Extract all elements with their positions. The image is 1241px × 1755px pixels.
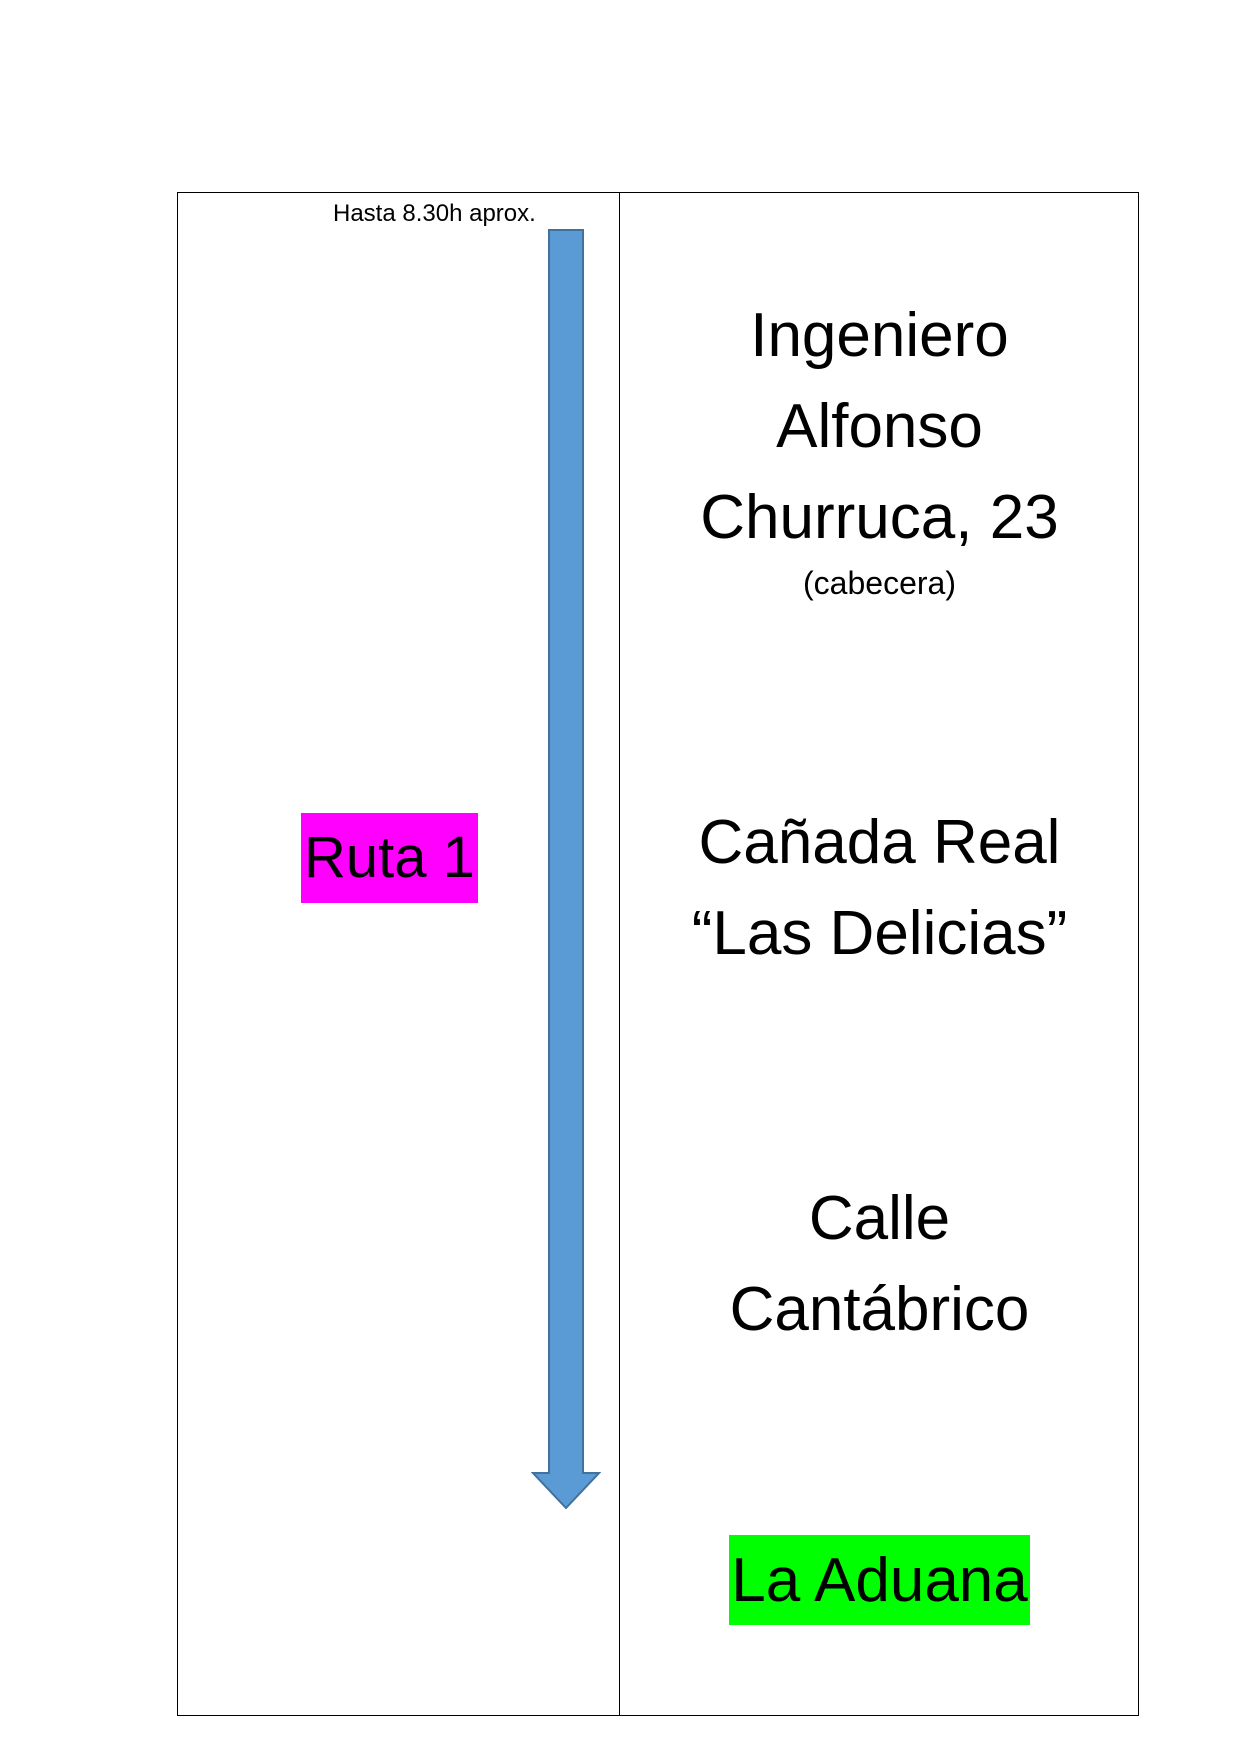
stop-ingeniero-alfonso-churruca: Ingeniero Alfonso Churruca, 23 (cabecera… [620,290,1139,603]
stop-name-line: “Las Delicias” [691,899,1068,968]
stop-name-line: Churruca, 23 [700,483,1059,552]
route-table: Hasta 8.30h aprox. Ruta 1 Ingeniero Alfo… [177,192,1139,1716]
stop-name-line: Alfonso [776,392,983,461]
arrow-shape [531,229,601,1509]
schedule-note: Hasta 8.30h aprox. [333,200,536,227]
stop-name-line: Cañada Real [698,808,1061,877]
stop-name-line: Ingeniero [750,301,1009,370]
stop-note: (cabecera) [803,565,956,601]
stop-name-highlight: La Aduana [729,1535,1030,1625]
column-divider [619,193,620,1715]
route-label: Ruta 1 [301,813,478,903]
stop-name-line: Cantábrico [729,1275,1030,1344]
stop-la-aduana: La Aduana [620,1535,1139,1626]
stop-canada-real-las-delicias: Cañada Real “Las Delicias” [620,797,1139,979]
stop-calle-cantabrico: Calle Cantábrico [620,1173,1139,1355]
down-arrow-icon [531,229,601,1509]
stop-name-line: Calle [808,1184,951,1253]
